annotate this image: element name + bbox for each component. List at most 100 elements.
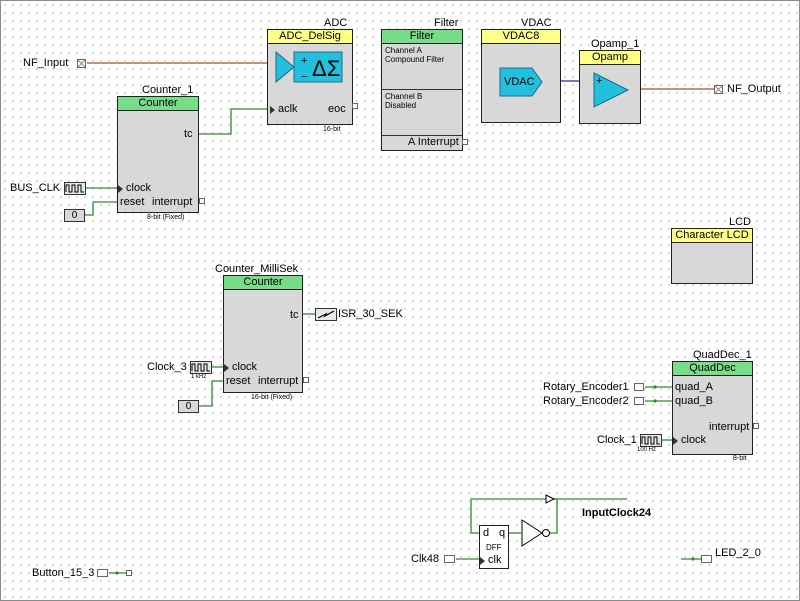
counter-ms-note: 16-bit (Fixed) [251,394,293,401]
junction-dot [653,385,657,389]
dff-label: DFF [486,543,502,552]
filter-instance-name: Filter [434,17,459,29]
isr-icon[interactable] [315,308,337,321]
clock-waveform-icon[interactable] [640,434,662,447]
quaddec-type-header: QuadDec [673,362,752,376]
wire-zero1 [84,201,117,216]
counter1-instance-name: Counter_1 [142,84,194,96]
bus-clk-label[interactable]: BUS_CLK [10,182,61,194]
counter-ms-type-header: Counter [224,276,302,290]
digital-pin-icon[interactable] [444,555,455,563]
counter-ms-instance-name: Counter_MilliSek [215,263,299,275]
counter1-pin-interrupt: interrupt [152,196,193,208]
junction-dot [691,557,695,561]
filter-ch-a-title: Channel A [385,46,422,55]
filter-pin-a-interrupt: A Interrupt [408,136,459,148]
adc-instance-name: ADC [324,17,348,29]
wire-zero2 [198,380,223,407]
clock-input-icon [118,185,123,193]
clock3-label[interactable]: Clock_3 [147,361,187,373]
svg-text:−: − [301,71,307,83]
counter-ms-component[interactable]: Counter tc clock reset interrupt [223,275,303,393]
junction-dot [653,399,657,403]
filter-divider [382,135,462,136]
buffer-icon [545,494,555,504]
dff-pin-d: d [483,527,490,539]
delta-sigma-icon: + − ΔΣ [275,50,343,84]
junction-dot [115,571,119,575]
counter-ms-interrupt-stub-icon [303,377,309,383]
led-pin-label[interactable]: LED_2_0 [715,547,761,559]
filter-divider [382,89,462,90]
counter1-note: 8-bit (Fixed) [147,214,185,221]
clock-input-icon [224,364,229,372]
isr-label[interactable]: ISR_30_SEK [338,308,403,320]
logic-zero-constant[interactable]: 0 [178,400,199,413]
digital-pin-icon[interactable] [634,397,644,405]
wire-tc-aclk [198,108,269,135]
vdac-type-header: VDAC8 [482,30,560,44]
vdac-shape-icon [499,67,543,97]
filter-interrupt-stub-icon [462,139,468,145]
digital-pin-icon[interactable] [97,569,108,577]
quaddec-pin-interrupt: interrupt [709,421,750,433]
filter-ch-a-desc: Compound Filter [385,55,445,64]
adc-type-header: ADC_DelSig [268,30,352,44]
quaddec-instance-name: QuadDec_1 [693,349,752,361]
clk48-label[interactable]: Clk48 [411,553,440,565]
counter1-pin-tc: tc [184,128,193,140]
counter-ms-pin-interrupt: interrupt [258,375,299,387]
inverter-icon[interactable] [521,519,551,547]
digital-pin-icon[interactable] [634,383,644,391]
output-pin-icon[interactable] [714,85,723,94]
wire-inv-out [470,498,558,534]
quaddec-pin-a: quad_A [675,381,713,393]
clock-waveform-icon[interactable] [190,361,212,374]
counter1-pin-reset: reset [120,196,145,208]
input-clock24-label[interactable]: InputClock24 [582,507,652,519]
quaddec-component[interactable]: QuadDec quad_A quad_B interrupt clock [672,361,753,455]
opamp-triangle-icon [593,72,630,108]
adc-component[interactable]: ADC_DelSig + − ΔΣ aclk eoc [267,29,353,125]
filter-component[interactable]: Filter Channel A Compound Filter Channel… [381,29,463,151]
opamp-type-header: Opamp [580,51,640,65]
quaddec-pin-b: quad_B [675,395,713,407]
clock-waveform-icon[interactable] [64,182,86,195]
counter-ms-pin-tc: tc [290,309,299,321]
digital-pin-icon[interactable] [701,555,712,563]
button-pin-label[interactable]: Button_15_3 [32,567,95,579]
vdac-component[interactable]: VDAC8 VDAC [481,29,561,123]
opamp-instance-name: Opamp_1 [591,38,640,50]
filter-type-header: Filter [382,30,462,44]
logic-zero-constant[interactable]: 0 [64,209,85,222]
clock3-freq: 1 kHz [191,374,207,380]
counter1-pin-clock: clock [126,182,152,194]
adc-pin-aclk: aclk [278,103,298,115]
counter1-type-header: Counter [118,97,198,111]
dff-component[interactable]: d q DFF clk [479,525,509,569]
adc-symbol: ΔΣ [312,56,340,81]
clock1-label[interactable]: Clock_1 [597,434,637,446]
input-pin-icon[interactable] [77,59,86,68]
counter1-interrupt-stub-icon [199,198,205,204]
rotary-encoder2-label[interactable]: Rotary_Encoder2 [543,395,629,407]
adc-eoc-stub-icon [352,103,358,109]
opamp-plus: + [596,75,603,87]
nf-input-label[interactable]: NF_Input [23,57,69,69]
rotary-encoder1-label[interactable]: Rotary_Encoder1 [543,381,629,393]
opamp-component[interactable]: Opamp + [579,50,641,124]
dff-pin-q: q [499,527,506,539]
nf-output-label[interactable]: NF_Output [727,83,781,95]
counter1-component[interactable]: Counter tc clock reset interrupt [117,96,199,213]
adc-pin-eoc: eoc [328,103,346,115]
vdac-instance-name: VDAC [521,17,552,29]
clock1-freq: 100 Hz [637,447,657,453]
lcd-component[interactable]: Character LCD [671,228,753,284]
clock-input-icon [673,437,678,445]
lcd-instance-name: LCD [729,216,752,228]
quaddec-note: 8-bit [733,455,747,462]
vdac-symbol: VDAC [504,76,535,88]
counter-ms-pin-reset: reset [226,375,251,387]
